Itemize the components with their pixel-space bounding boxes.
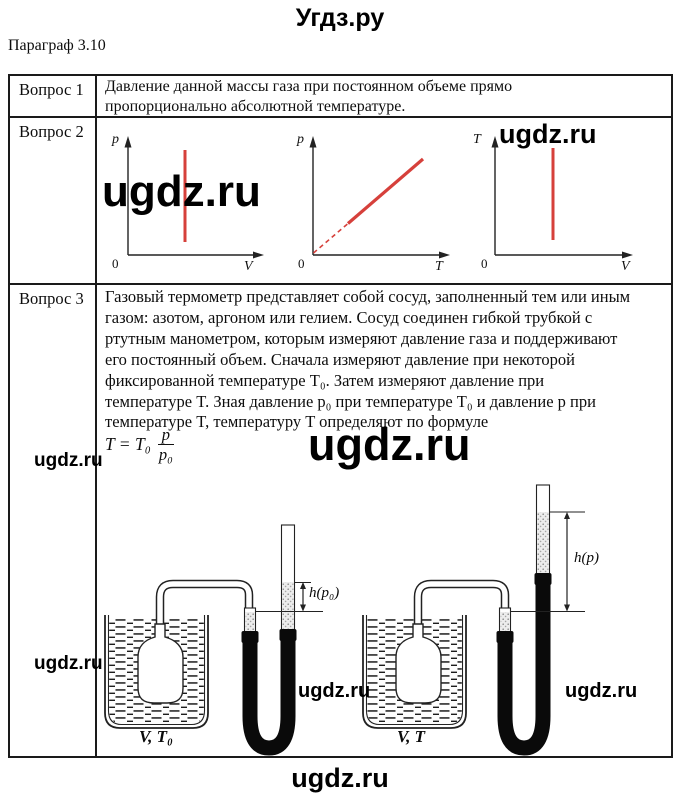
question-2-answer-cell: p V 0 p T 0: [97, 118, 671, 283]
beaker-inner-wall: [107, 615, 206, 726]
site-title: Угдз.ру: [295, 4, 385, 32]
paragraph-label: Параграф 3.10: [8, 37, 106, 54]
gas-flask: [395, 623, 442, 704]
x-axis-arrow-icon: [622, 251, 633, 259]
arrow-up-icon: [300, 582, 306, 589]
gas-thermometer-diagram-2: h(p) V, T: [362, 484, 599, 756]
beaker-inner-wall: [365, 615, 464, 726]
tube-sleeve: [241, 631, 259, 643]
table-row-question-1: Вопрос 1 Давление данной массы газа при …: [10, 76, 671, 118]
isochore-dashed-segment: [312, 222, 349, 254]
arrow-up-icon: [564, 512, 570, 519]
origin-label: 0: [481, 256, 488, 271]
question-1-label: Вопрос 1: [10, 76, 97, 116]
u-tube: [242, 634, 296, 756]
gas-thermometer-diagram-1: h(p₀) V, T₀: [104, 524, 339, 756]
watermark: ugdz.ru: [499, 119, 597, 149]
answer-line: фиксированной температуре T₀. Затем изме…: [105, 370, 545, 390]
watermark: ugdz.ru: [298, 680, 371, 702]
watermark: ugdz.ru: [565, 680, 638, 702]
beaker-outer-wall: [104, 615, 209, 729]
beaker-outer-wall: [362, 615, 467, 729]
answer-line: температуре T. Зная давление p₀ при темп…: [105, 391, 596, 411]
origin-label: 0: [112, 256, 119, 271]
answer-line: пропорционально абсолютной температуре.: [105, 97, 406, 115]
watermark: ugdz.ru: [34, 653, 103, 674]
temperature-formula: T = T₀ p p₀: [105, 426, 175, 465]
gas-flask: [137, 623, 184, 704]
answer-line: температуре T, температуру T определяют …: [105, 412, 489, 432]
question-3-answer-cell: Газовый термометр представляет собой сос…: [97, 285, 671, 756]
footer-watermark: ugdz.ru: [291, 763, 389, 793]
mercury-column: [537, 512, 549, 575]
question-2-label: Вопрос 2: [10, 118, 97, 283]
question-3-label-cell: Вопрос 3 ugdz.ru ugdz.ru: [10, 285, 103, 756]
answer-line: его постоянный объем. Сначала измеряют д…: [105, 349, 575, 369]
mercury-column: [282, 582, 294, 634]
answers-table: Вопрос 1 Давление данной массы газа при …: [8, 74, 673, 758]
origin-label: 0: [298, 256, 305, 271]
mercury-left-arm: [500, 612, 510, 635]
y-axis-arrow-icon: [124, 136, 132, 148]
isochore-line: [346, 157, 425, 225]
x-axis-arrow-icon: [253, 251, 264, 259]
y-axis-label: p: [296, 132, 304, 147]
answer-line: газом: азотом, аргоном или гелием. Сосуд…: [105, 307, 593, 327]
fraction-denominator: p₀: [158, 445, 173, 465]
formula-fraction: p p₀: [157, 426, 175, 465]
watermark: ugdz.ru: [308, 419, 471, 470]
arrow-down-icon: [300, 604, 306, 612]
watermark: ugdz.ru: [34, 450, 103, 471]
y-axis-arrow-icon: [491, 136, 499, 148]
tv-graph: T V 0: [473, 132, 633, 274]
arrow-down-icon: [564, 604, 570, 612]
x-axis-label: V: [244, 259, 254, 274]
y-axis-label: p: [111, 132, 119, 147]
connecting-tube: [157, 581, 252, 625]
question-3-label: Вопрос 3: [19, 289, 84, 308]
vessel-label: V, T: [397, 727, 426, 746]
x-axis-arrow-icon: [439, 251, 450, 259]
height-label: h(p): [574, 550, 599, 566]
answer-line: ртутным манометром, которым измеряют дав…: [105, 328, 618, 348]
tube-sleeve: [279, 629, 297, 641]
fraction-numerator: p: [157, 426, 175, 446]
watermark: ugdz.ru: [102, 167, 261, 216]
pt-graph: p T 0: [296, 132, 450, 274]
vessel-label: V, T₀: [139, 727, 173, 746]
question-3-text: Газовый термометр представляет собой сос…: [97, 285, 671, 433]
tube-sleeve: [496, 631, 514, 643]
x-axis-label: V: [621, 259, 631, 274]
answer-line: Давление данной массы газа при постоянно…: [105, 78, 513, 95]
y-axis-arrow-icon: [309, 136, 317, 148]
u-tube: [497, 577, 551, 756]
y-axis-label: T: [473, 132, 482, 147]
gas-thermometer-diagrams: h(p₀) V, T₀: [104, 484, 599, 756]
x-axis-label: T: [435, 259, 444, 274]
tube-sleeve: [534, 573, 552, 585]
question-1-answer-cell: Давление данной массы газа при постоянно…: [97, 76, 671, 116]
pv-graph: p V 0: [111, 132, 264, 274]
table-row-question-3: Вопрос 3 ugdz.ru ugdz.ru Газовый термоме…: [10, 285, 671, 756]
formula-lhs: T = T₀: [105, 434, 151, 455]
connecting-tube: [415, 581, 508, 625]
answer-line: Газовый термометр представляет собой сос…: [105, 287, 631, 306]
height-label: h(p₀): [309, 585, 339, 601]
mercury-left-arm: [245, 612, 255, 635]
table-row-question-2: Вопрос 2 p V 0: [10, 118, 671, 285]
